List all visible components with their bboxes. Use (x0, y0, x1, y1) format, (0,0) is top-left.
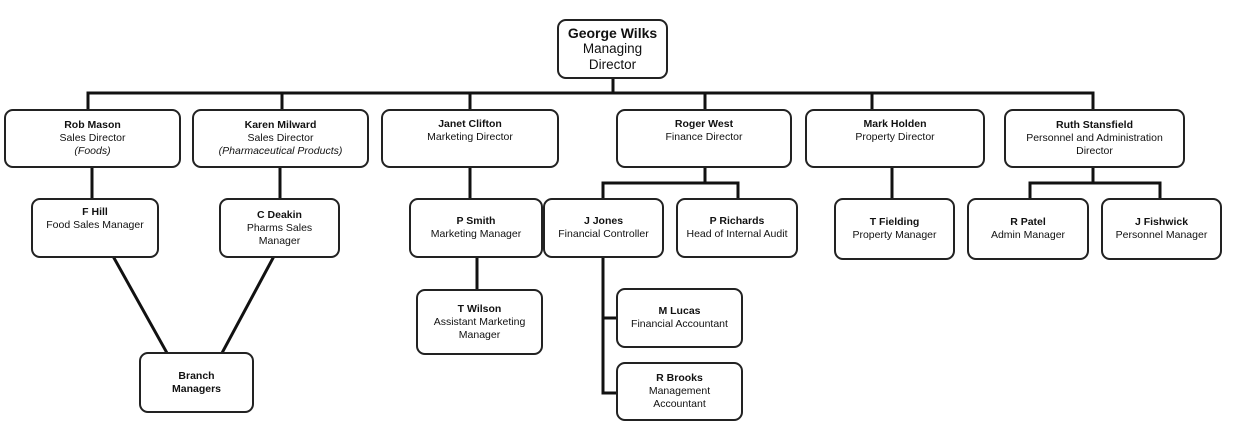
node-c-deakin: C Deakin Pharms Sales Manager (219, 198, 340, 258)
node-p-richards: P Richards Head of Internal Audit (676, 198, 798, 258)
node-name: M Lucas (658, 305, 701, 317)
node-name: F Hill (82, 206, 108, 218)
node-name-line2: Managers (171, 382, 222, 395)
connector-fhill-to-branch (111, 255, 170, 356)
node-janet-clifton: Janet Clifton Marketing Director (381, 109, 559, 168)
node-name: C Deakin (257, 208, 302, 221)
node-note: (Foods) (74, 145, 111, 157)
node-t-wilson: T Wilson Assistant Marketing Manager (416, 289, 543, 355)
node-name-line1: Branch (178, 369, 215, 382)
node-name: Karen Milward (244, 119, 317, 131)
node-title: Personnel Manager (1115, 229, 1208, 241)
node-name: P Richards (709, 215, 765, 227)
node-title: Finance Director (665, 131, 743, 143)
node-title-line2: Manager (258, 234, 301, 247)
node-title: Marketing Manager (430, 228, 522, 240)
node-title-line1: Managing (582, 41, 643, 56)
node-name: P Smith (456, 215, 496, 227)
node-r-brooks: R Brooks Management Accountant (616, 362, 743, 421)
node-title-line2: Manager (458, 328, 501, 341)
node-george-wilks: George Wilks Managing Director (557, 19, 668, 79)
node-t-fielding: T Fielding Property Manager (834, 198, 955, 260)
node-branch-managers: Branch Managers (139, 352, 254, 413)
node-title: Sales Director (247, 132, 314, 144)
node-note: (Pharmaceutical Products) (218, 145, 343, 157)
node-title: Financial Accountant (631, 318, 728, 330)
node-name: J Fishwick (1134, 216, 1189, 228)
node-title-line2: Director (1076, 145, 1113, 157)
node-title: Property Director (855, 131, 935, 143)
node-title: Sales Director (59, 132, 126, 144)
node-title-line2: Director (588, 57, 637, 72)
node-title: Financial Controller (558, 228, 649, 240)
connector-cdeakin-to-branch (219, 255, 276, 356)
node-title-line1: Management (648, 385, 711, 397)
node-title-line2: Accountant (653, 398, 706, 410)
node-ruth-stansfield: Ruth Stansfield Personnel and Administra… (1004, 109, 1185, 168)
node-mark-holden: Mark Holden Property Director (805, 109, 985, 168)
node-name: Roger West (674, 118, 734, 130)
node-title: Food Sales Manager (46, 219, 144, 231)
node-p-smith: P Smith Marketing Manager (409, 198, 543, 258)
node-name: George Wilks (567, 25, 658, 41)
node-roger-west: Roger West Finance Director (616, 109, 792, 168)
node-name: Mark Holden (863, 118, 927, 130)
node-name: T Wilson (457, 302, 502, 315)
node-name: Rob Mason (64, 119, 121, 131)
node-title: Head of Internal Audit (686, 228, 788, 240)
node-name: R Patel (1010, 216, 1046, 228)
node-karen-milward: Karen Milward Sales Director (Pharmaceut… (192, 109, 369, 168)
node-f-hill: F Hill Food Sales Manager (31, 198, 159, 258)
node-j-fishwick: J Fishwick Personnel Manager (1101, 198, 1222, 260)
node-title-line1: Personnel and Administration (1026, 132, 1163, 144)
node-name: Janet Clifton (438, 118, 502, 130)
node-name: T Fielding (869, 216, 920, 228)
node-title: Property Manager (852, 229, 937, 241)
node-title: Admin Manager (990, 229, 1066, 241)
node-m-lucas: M Lucas Financial Accountant (616, 288, 743, 348)
node-name: J Jones (583, 215, 624, 227)
node-j-jones: J Jones Financial Controller (543, 198, 664, 258)
node-rob-mason: Rob Mason Sales Director (Foods) (4, 109, 181, 168)
node-title: Marketing Director (427, 131, 513, 143)
node-title-line1: Pharms Sales (246, 221, 313, 234)
node-r-patel: R Patel Admin Manager (967, 198, 1089, 260)
node-title-line1: Assistant Marketing (433, 315, 526, 328)
node-name: R Brooks (656, 372, 703, 384)
node-name: Ruth Stansfield (1055, 119, 1133, 131)
